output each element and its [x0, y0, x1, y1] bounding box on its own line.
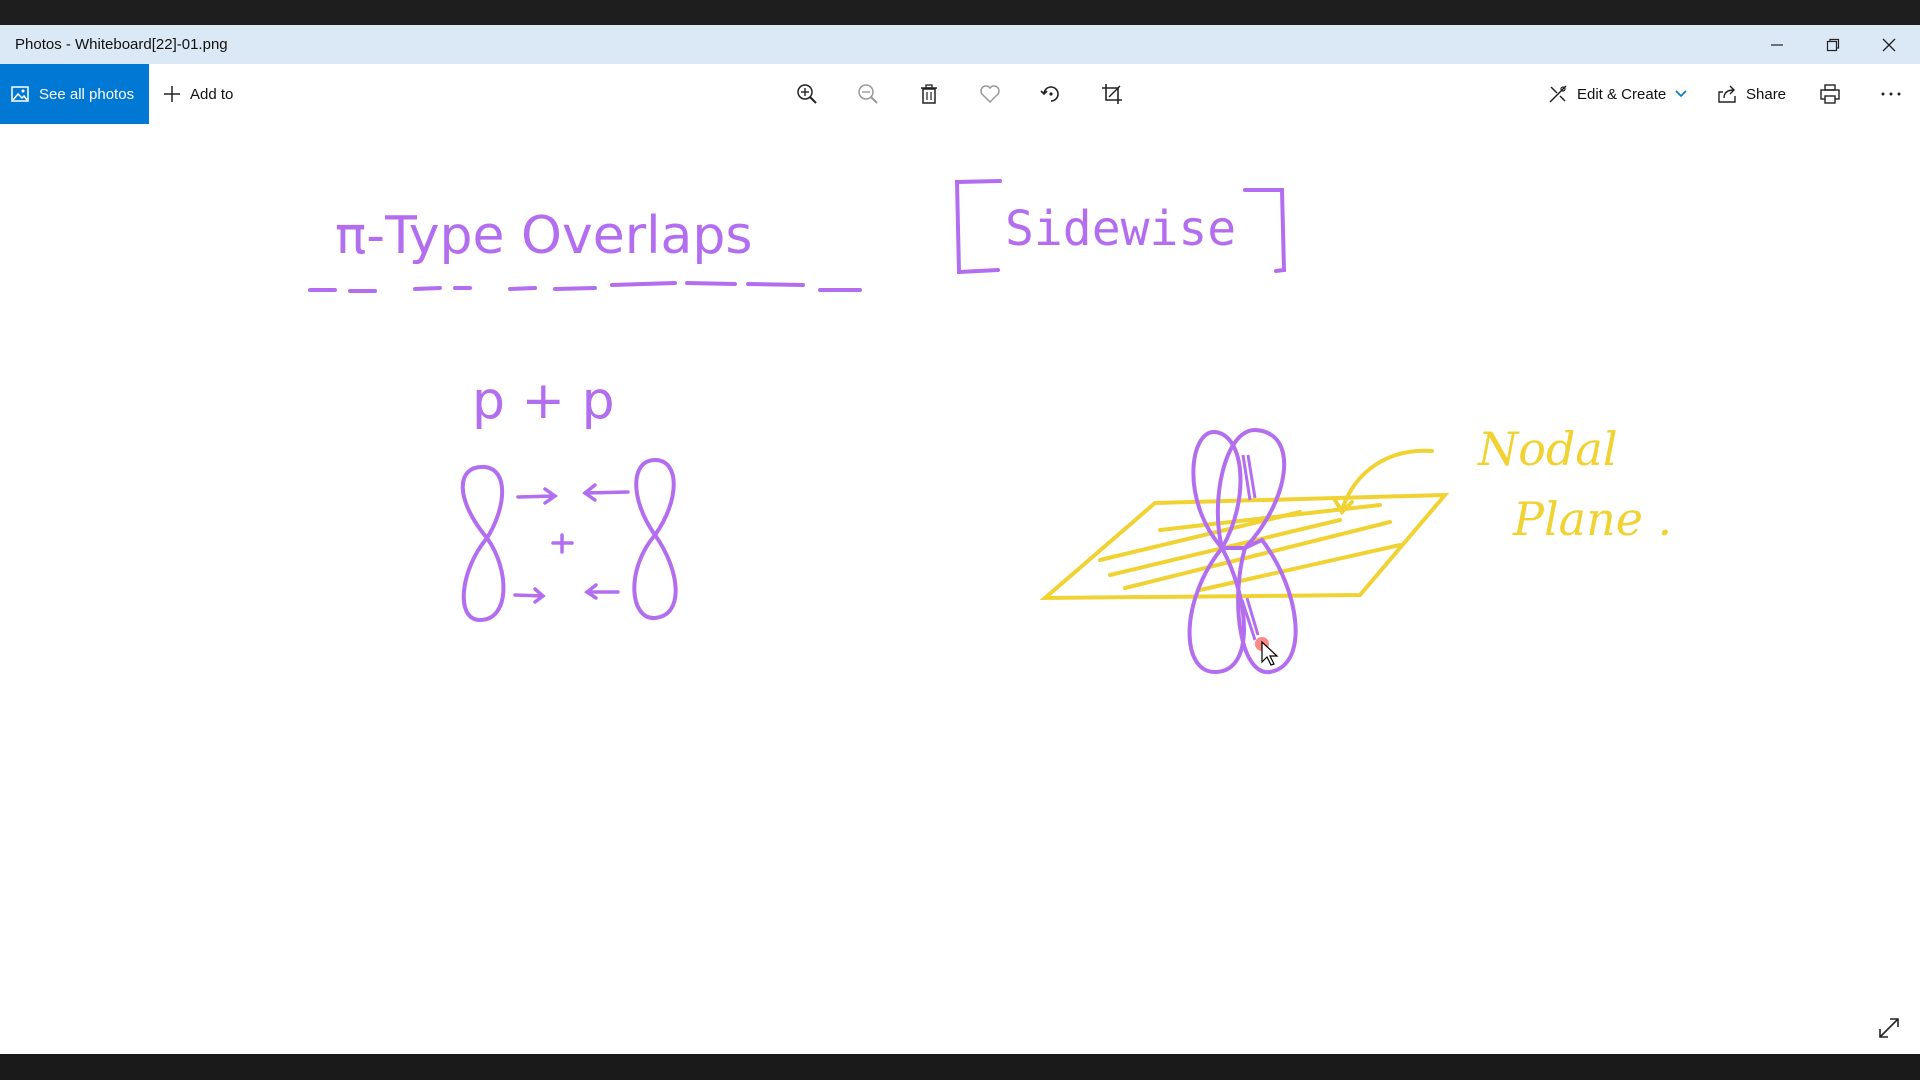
- photos-icon: [11, 86, 29, 102]
- printer-icon: [1820, 84, 1840, 104]
- edit-create-button[interactable]: Edit & Create: [1548, 64, 1687, 124]
- formula-text: p + p: [472, 371, 615, 431]
- zoom-out-button[interactable]: [848, 74, 888, 114]
- close-button[interactable]: [1861, 25, 1917, 64]
- trash-icon: [921, 84, 937, 104]
- toolbar: [0, 64, 1920, 124]
- restore-button[interactable]: [1805, 25, 1861, 64]
- edit-create-icon: [1549, 85, 1567, 103]
- screen-top-bar: [0, 0, 1920, 25]
- p-orbital-left: [460, 464, 506, 623]
- crop-button[interactable]: [1092, 74, 1132, 114]
- heading-underline: [308, 281, 862, 293]
- zoom-in-icon: [797, 84, 817, 104]
- crop-icon: [1102, 84, 1122, 104]
- fullscreen-button[interactable]: [1872, 1011, 1906, 1045]
- title-bar: [0, 25, 1920, 64]
- nodal-label-line1: Nodal: [1477, 422, 1618, 476]
- sidewise-text: Sidewise: [1005, 201, 1236, 257]
- nodal-label-line2: Plane .: [1512, 492, 1672, 546]
- sidewise-brackets: [954, 179, 1287, 275]
- share-button[interactable]: Share: [1717, 64, 1786, 124]
- heading-text: π-Type Overlaps: [335, 206, 753, 266]
- zoom-out-icon: [858, 84, 878, 104]
- rotate-button[interactable]: [1031, 74, 1071, 114]
- add-to-label: Add to: [190, 85, 234, 103]
- plus-icon: [164, 86, 180, 102]
- heart-icon: [980, 85, 1000, 104]
- restore-icon: [1826, 38, 1840, 51]
- window-title: Photos - Whiteboard[22]-01.png: [15, 36, 228, 53]
- image-canvas[interactable]: π-Type Overlaps Sidewise p + p: [0, 124, 1920, 1054]
- close-icon: [1882, 38, 1896, 51]
- mouse-cursor: [1255, 637, 1279, 666]
- favorite-button[interactable]: [970, 74, 1010, 114]
- see-all-photos-button[interactable]: See all photos: [0, 64, 149, 124]
- p-orbital-vertical: [1187, 427, 1298, 675]
- p-orbital-right: [632, 457, 678, 620]
- zoom-in-button[interactable]: [787, 74, 827, 114]
- share-label: Share: [1746, 85, 1787, 103]
- add-to-button[interactable]: Add to: [163, 64, 233, 124]
- approach-arrows: [513, 483, 630, 604]
- expand-icon: [1879, 1018, 1899, 1038]
- more-options-button[interactable]: [1871, 74, 1911, 114]
- screen-bottom-bar: [0, 1054, 1920, 1080]
- chevron-down-icon: [1675, 90, 1687, 98]
- delete-button[interactable]: [909, 74, 949, 114]
- minimize-icon: [1771, 43, 1783, 46]
- share-icon: [1718, 85, 1736, 103]
- see-all-photos-label: See all photos: [39, 85, 135, 103]
- minimize-button[interactable]: [1749, 25, 1805, 64]
- rotate-icon: [1040, 86, 1059, 102]
- edit-create-label: Edit & Create: [1577, 85, 1667, 103]
- print-button[interactable]: [1810, 74, 1850, 114]
- overlap-shading: [1240, 454, 1260, 641]
- more-icon: [1881, 92, 1901, 96]
- whiteboard-image: π-Type Overlaps Sidewise p + p: [308, 179, 1672, 675]
